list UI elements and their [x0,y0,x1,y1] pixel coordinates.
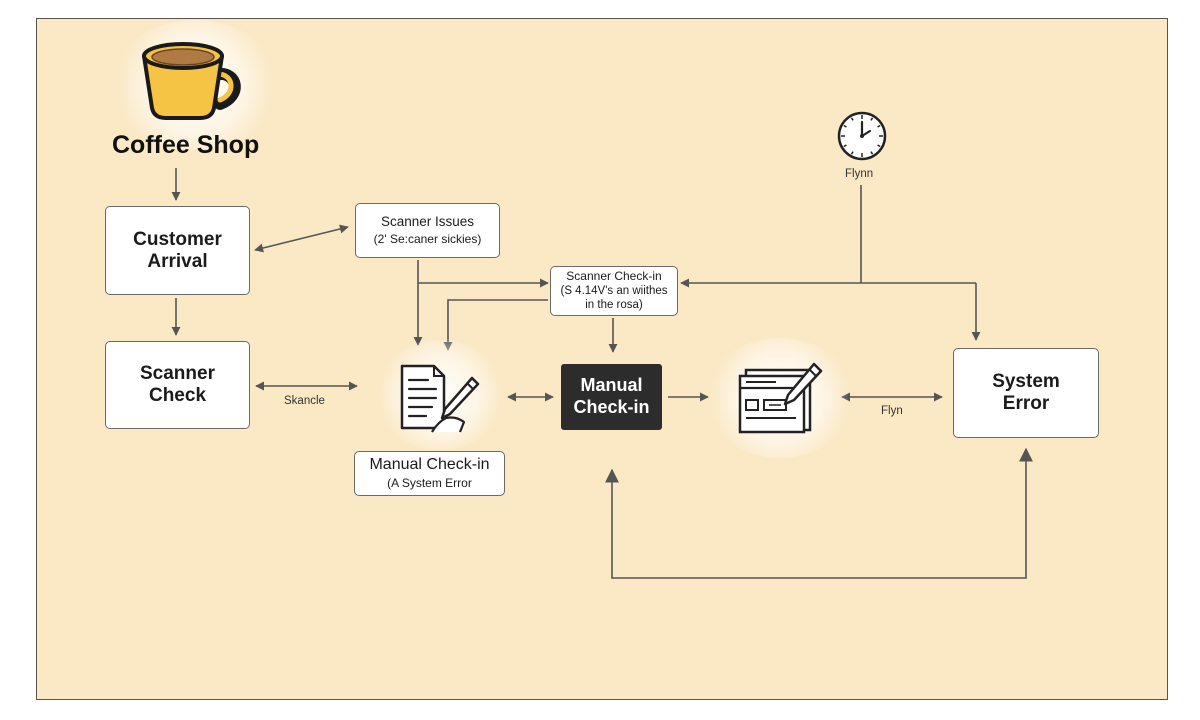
scanner-checkin-sub1: (S 4.14V's an wiithes [560,284,668,297]
scanner-check-line2: Check [148,385,207,406]
form-pencil-icon [400,364,480,433]
scanner-check-line1: Scanner [140,363,215,385]
arrow-customer-scanner-issues [254,224,349,253]
system-error-line1: System [992,371,1060,393]
diagram-title: Coffee Shop [112,131,260,159]
system-error-node[interactable]: System Error [953,348,1099,438]
customer-arrival-line1: Customer [133,228,222,250]
error-link-label: Flyn [881,405,903,417]
scanner-issues-title: Scanner Issues [380,214,475,230]
clock-icon [837,111,887,161]
customer-arrival-line2: Arrival [147,250,208,272]
clock-label: Flynn [845,168,874,180]
card-pencil-icon [738,362,823,434]
arrow-scanner-checkin-to-form [443,299,548,351]
arrow-loop-to-manual [605,447,1033,579]
coffee-cup-icon [142,42,241,120]
scanner-checkin-node[interactable]: Scanner Check-in (S 4.14V's an wiithes i… [550,266,678,316]
manual-checkin-note-node[interactable]: Manual Check-in (A System Error [354,451,505,496]
scanner-checkin-title: Scanner Check-in [566,268,662,283]
customer-arrival-node[interactable]: Customer Arrival [105,206,250,295]
manual-checkin-line1: Manual [580,375,643,396]
manual-checkin-note-title: Manual Check-in [369,455,490,473]
scanner-issues-node[interactable]: Scanner Issues (2' Se:caner sickies) [355,203,500,258]
scanner-link-label: Skancle [284,395,325,407]
manual-checkin-node[interactable]: Manual Check-in [561,364,662,430]
scanner-checkin-sub2: in the rosa) [585,298,643,311]
manual-checkin-line2: Check-in [573,397,650,417]
scanner-issues-sub: (2' Se:caner sickies) [373,231,482,246]
system-error-line2: Error [1002,393,1050,414]
manual-checkin-note-sub: (A System Error [387,476,472,491]
scanner-check-node[interactable]: Scanner Check [105,341,250,429]
